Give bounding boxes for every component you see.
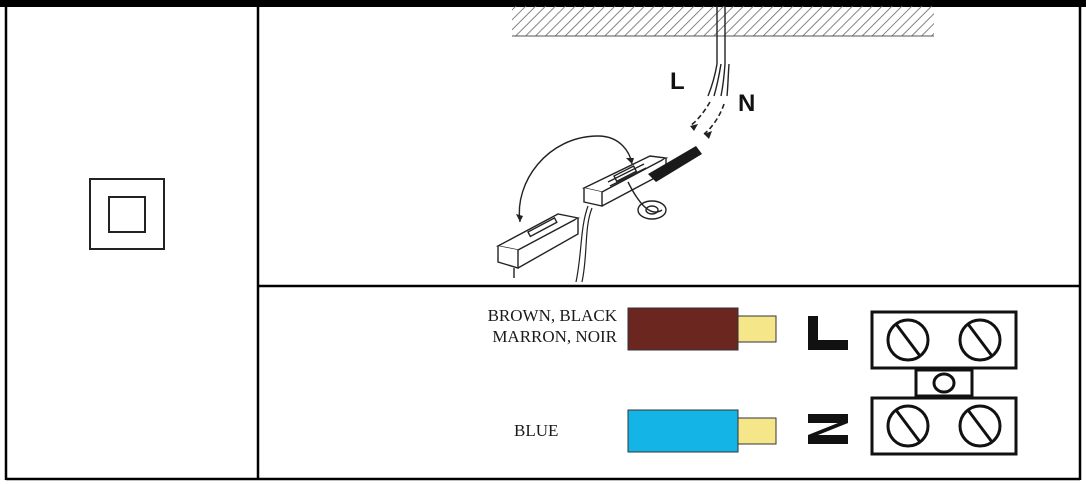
connector-drawing	[495, 6, 934, 283]
blue-wire-label: BLUE	[514, 421, 559, 440]
live-letter: L	[670, 68, 685, 95]
rotate-arrow	[518, 135, 633, 223]
brown-conductor	[737, 315, 777, 343]
terminal-live-symbol	[808, 316, 848, 350]
connector-cover	[495, 213, 581, 278]
brown-wire	[627, 307, 739, 351]
terminal-drawing	[627, 307, 1018, 456]
wiring-legend: BROWN, BLACK MARRON, NOIR BLUE	[258, 286, 1080, 478]
mounting-illustration: L N	[258, 6, 1080, 286]
brown-wire-label: BROWN, BLACK MARRON, NOIR	[488, 305, 617, 347]
insert-arrows	[689, 101, 725, 135]
neutral-letter: N	[738, 90, 756, 117]
blue-wire	[627, 409, 739, 453]
double-insulation-icon	[89, 178, 165, 250]
terminal-neutral-symbol	[808, 414, 848, 444]
connector-block	[581, 155, 669, 220]
class-ii-cell	[6, 6, 258, 478]
supply-cable	[707, 6, 730, 97]
brown-wire-label-line1: BROWN, BLACK	[487, 306, 617, 325]
brown-wire-label-line2: MARRON, NOIR	[492, 327, 617, 346]
terminal-block	[870, 310, 1018, 456]
top-border	[0, 0, 1086, 7]
trailing-wire	[575, 205, 589, 283]
ceiling-hatch	[512, 6, 934, 36]
wire-plug	[648, 146, 702, 182]
blue-conductor	[737, 417, 777, 445]
